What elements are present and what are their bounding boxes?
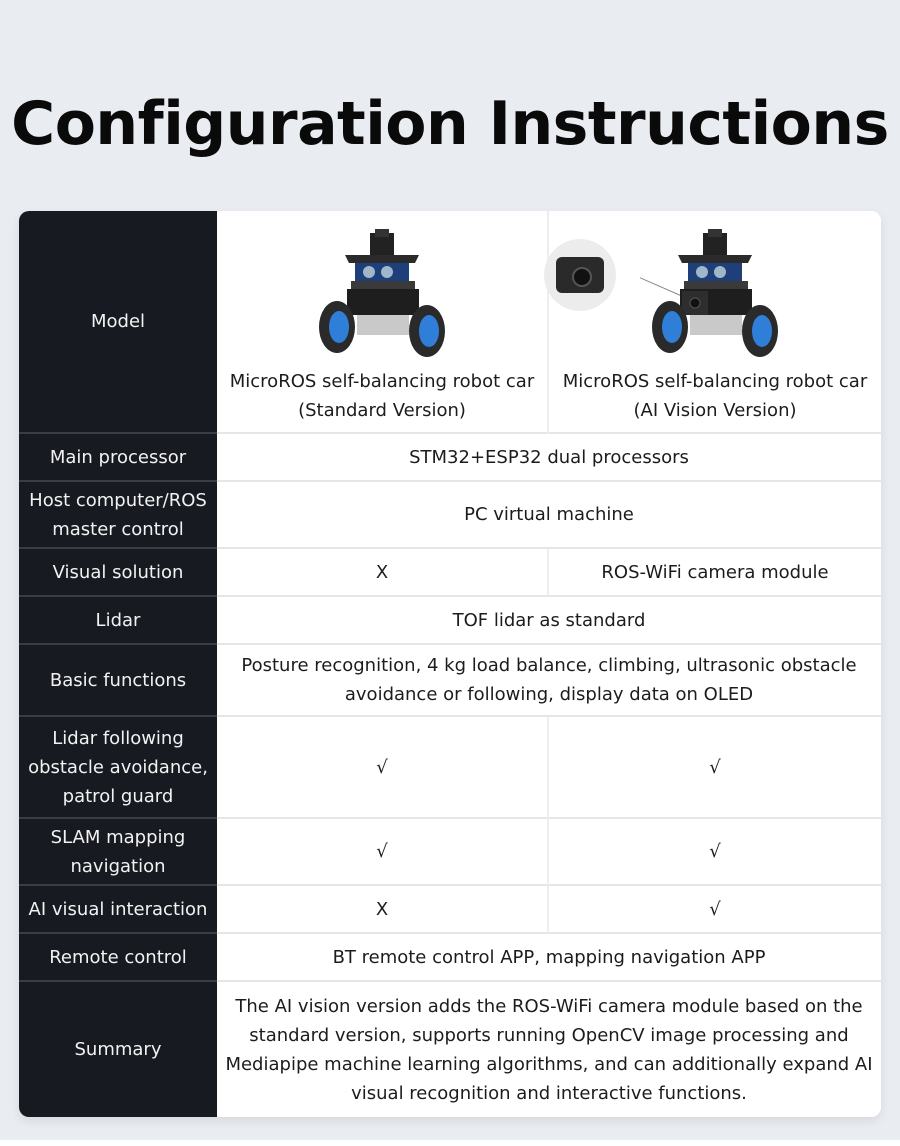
check-icon: √	[549, 819, 881, 886]
camera-module-inset-icon	[544, 239, 616, 311]
check-icon: √	[549, 886, 881, 934]
configuration-table: Model MicroROS	[19, 211, 881, 1117]
table-row-model: Model MicroROS	[19, 211, 881, 434]
row-label: Host computer/ROS master control	[19, 482, 217, 549]
table-row-host-computer: Host computer/ROS master control PC virt…	[19, 482, 881, 549]
check-icon: √	[549, 717, 881, 819]
row-value: STM32+ESP32 dual processors	[217, 434, 881, 482]
model-ai-vision-cell: MicroROS self-balancing robot car (AI Vi…	[544, 211, 881, 434]
row-label: Lidar	[19, 597, 217, 645]
model-standard-cell: MicroROS self-balancing robot car (Stand…	[217, 211, 549, 434]
row-value: The AI vision version adds the ROS-WiFi …	[217, 982, 881, 1117]
bottom-strip	[0, 1140, 900, 1146]
row-value-standard: X	[217, 549, 549, 597]
row-label: AI visual interaction	[19, 886, 217, 934]
table-row-remote-control: Remote control BT remote control APP, ma…	[19, 934, 881, 982]
row-label: Main processor	[19, 434, 217, 482]
row-value: BT remote control APP, mapping navigatio…	[217, 934, 881, 982]
table-row-slam: SLAM mapping navigation √ √	[19, 819, 881, 886]
table-row-visual-solution: Visual solution X ROS-WiFi camera module	[19, 549, 881, 597]
row-label: Lidar following obstacle avoidance, patr…	[19, 717, 217, 819]
robot-car-ai-vision-image	[544, 229, 790, 357]
table-row-lidar-following: Lidar following obstacle avoidance, patr…	[19, 717, 881, 819]
row-label: SLAM mapping navigation	[19, 819, 217, 886]
row-label: Basic functions	[19, 645, 217, 717]
table-row-lidar: Lidar TOF lidar as standard	[19, 597, 881, 645]
page-title: Configuration Instructions	[11, 89, 889, 159]
table-row-basic-functions: Basic functions Posture recognition, 4 k…	[19, 645, 881, 717]
table-row-main-processor: Main processor STM32+ESP32 dual processo…	[19, 434, 881, 482]
row-label: Remote control	[19, 934, 217, 982]
row-value: Posture recognition, 4 kg load balance, …	[217, 645, 881, 717]
row-label: Model	[19, 211, 217, 434]
row-value: PC virtual machine	[217, 482, 881, 549]
row-label: Visual solution	[19, 549, 217, 597]
robot-car-standard-image	[307, 229, 457, 357]
row-value-ai-vision: ROS-WiFi camera module	[549, 549, 881, 597]
row-label: Summary	[19, 982, 217, 1117]
model-name-ai-vision-line1: MicroROS self-balancing robot car	[562, 371, 868, 392]
check-icon: √	[217, 819, 549, 886]
table-row-summary: Summary The AI vision version adds the R…	[19, 982, 881, 1117]
model-name-ai-vision-line2: (AI Vision Version)	[633, 400, 797, 421]
model-name-standard-line2: (Standard Version)	[298, 400, 466, 421]
model-name-standard-line1: MicroROS self-balancing robot car	[229, 371, 535, 392]
table-row-ai-visual-interaction: AI visual interaction X √	[19, 886, 881, 934]
check-icon: √	[217, 717, 549, 819]
cross-icon: X	[217, 886, 549, 934]
row-value: TOF lidar as standard	[217, 597, 881, 645]
